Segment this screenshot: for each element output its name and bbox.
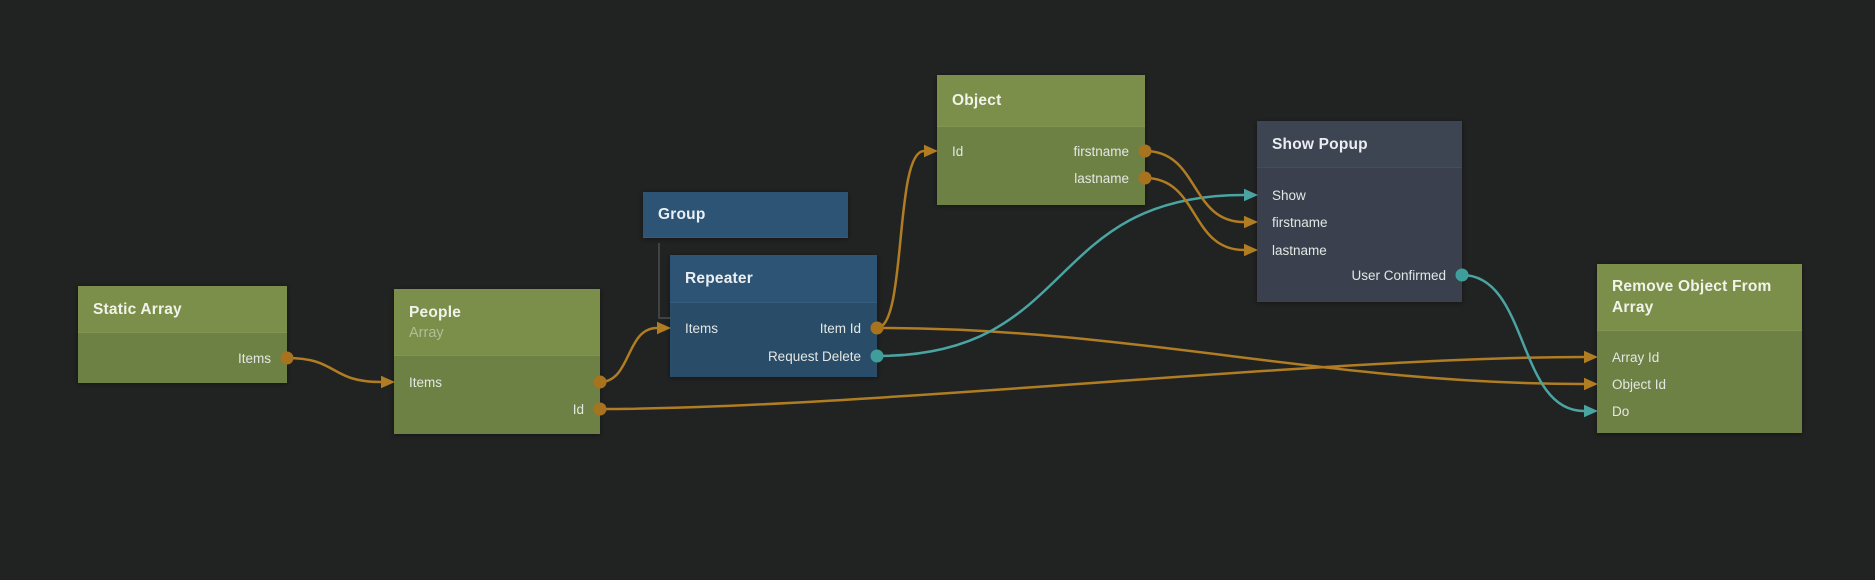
wire-repeater-to-show-popup[interactable] xyxy=(876,193,1245,358)
input-arrow-icon[interactable] xyxy=(924,144,938,158)
port-in-firstname[interactable]: firstname xyxy=(1272,214,1328,230)
node-title: Static Array xyxy=(93,300,182,318)
node-group[interactable]: Group xyxy=(643,192,848,238)
node-title: Show Popup xyxy=(1272,135,1368,153)
port-out-id[interactable]: Id xyxy=(572,401,584,417)
input-arrow-icon[interactable] xyxy=(1244,215,1258,229)
port-out-items[interactable]: Items xyxy=(237,350,271,366)
port-out-user-confirmed[interactable]: User Confirmed xyxy=(1351,267,1446,283)
node-header[interactable]: Group xyxy=(643,192,848,238)
port-out-item-id[interactable]: Item Id xyxy=(819,320,861,336)
node-body xyxy=(394,356,600,434)
wire-people-to-repeater[interactable] xyxy=(599,326,658,384)
input-arrow-icon[interactable] xyxy=(1584,377,1598,391)
node-body xyxy=(78,333,287,383)
port-out-firstname[interactable]: firstname xyxy=(1073,143,1129,159)
node-header[interactable]: Repeater xyxy=(670,255,877,303)
input-arrow-icon[interactable] xyxy=(381,375,395,389)
input-arrow-icon[interactable] xyxy=(1244,188,1258,202)
node-title: People xyxy=(409,303,462,321)
input-arrow-icon[interactable] xyxy=(1244,243,1258,257)
port-out-lastname[interactable]: lastname xyxy=(1074,170,1129,186)
input-arrow-icon[interactable] xyxy=(657,321,671,335)
input-arrow-icon[interactable] xyxy=(1584,350,1598,364)
port-out-request-delete[interactable]: Request Delete xyxy=(767,348,861,364)
node-body xyxy=(937,127,1145,205)
node-title: Object xyxy=(952,92,1002,109)
node-header[interactable]: Object xyxy=(937,75,1145,127)
node-header[interactable]: Static Array xyxy=(78,286,287,333)
node-body xyxy=(1597,331,1802,433)
node-title: Remove Object From Array xyxy=(1612,278,1772,316)
port-in-array-id[interactable]: Array Id xyxy=(1612,349,1660,365)
wire-show-popup-to-remove-object-from-array[interactable] xyxy=(1461,273,1585,413)
port-in-object-id[interactable]: Object Id xyxy=(1612,376,1667,392)
wire-static-array-to-people[interactable] xyxy=(286,356,382,384)
node-title: Group xyxy=(658,206,706,223)
wire-object-to-show-popup[interactable] xyxy=(1144,176,1245,252)
wire-repeater-to-object[interactable] xyxy=(876,149,925,330)
node-header[interactable]: Remove Object From Array xyxy=(1597,264,1802,331)
wire-repeater-to-remove-object-from-array[interactable] xyxy=(876,326,1585,386)
port-in-do[interactable]: Do xyxy=(1612,403,1630,419)
port-in-items[interactable]: Items xyxy=(409,374,443,390)
node-subtitle: Array xyxy=(409,324,444,341)
port-in-id[interactable]: Id xyxy=(952,143,964,159)
wire-object-to-show-popup[interactable] xyxy=(1144,149,1245,224)
input-arrow-icon[interactable] xyxy=(1584,404,1598,418)
node-header[interactable]: Show Popup xyxy=(1257,121,1462,168)
node-title: Repeater xyxy=(685,270,753,287)
port-in-show[interactable]: Show xyxy=(1272,187,1306,203)
node-body xyxy=(1257,168,1462,302)
port-in-lastname[interactable]: lastname xyxy=(1272,242,1327,258)
port-in-items[interactable]: Items xyxy=(685,320,719,336)
